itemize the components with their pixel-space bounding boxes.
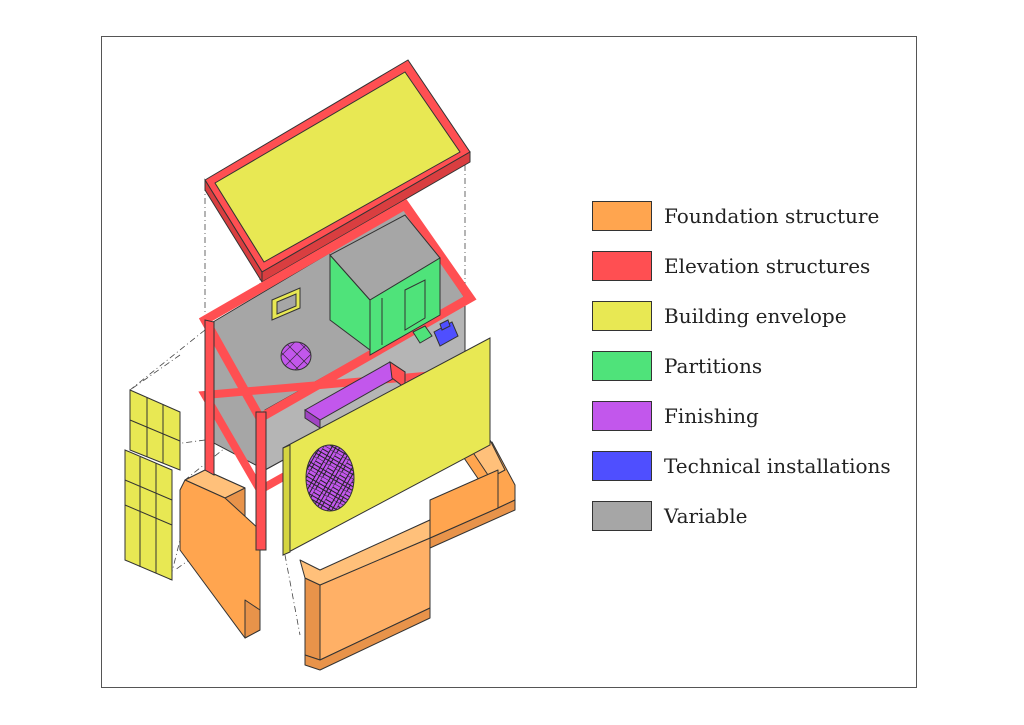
legend-swatch <box>592 201 652 231</box>
legend-swatch <box>592 251 652 281</box>
building-frame <box>198 199 477 551</box>
legend-swatch <box>592 451 652 481</box>
envelope-blocks <box>124 389 181 581</box>
legend-item: Elevation structures <box>592 251 912 283</box>
legend-swatch <box>592 501 652 531</box>
legend-label: Foundation structure <box>664 204 880 228</box>
legend-item: Building envelope <box>592 301 912 333</box>
front-envelope-wall <box>282 337 491 556</box>
legend-swatch <box>592 301 652 331</box>
legend-item: Partitions <box>592 351 912 383</box>
legend-label: Elevation structures <box>664 254 871 278</box>
legend-item: Foundation structure <box>592 201 912 233</box>
legend-label: Technical installations <box>664 454 891 478</box>
legend-swatch <box>592 401 652 431</box>
foundation-structure <box>179 439 516 671</box>
legend-item: Variable <box>592 501 912 533</box>
legend-label: Variable <box>664 504 748 528</box>
legend-item: Finishing <box>592 401 912 433</box>
legend-item: Technical installations <box>592 451 912 483</box>
legend-swatch <box>592 351 652 381</box>
roof-slab <box>204 59 471 284</box>
legend-label: Building envelope <box>664 304 847 328</box>
figure-frame <box>101 36 917 688</box>
legend-label: Finishing <box>664 404 759 428</box>
legend-label: Partitions <box>664 354 763 378</box>
